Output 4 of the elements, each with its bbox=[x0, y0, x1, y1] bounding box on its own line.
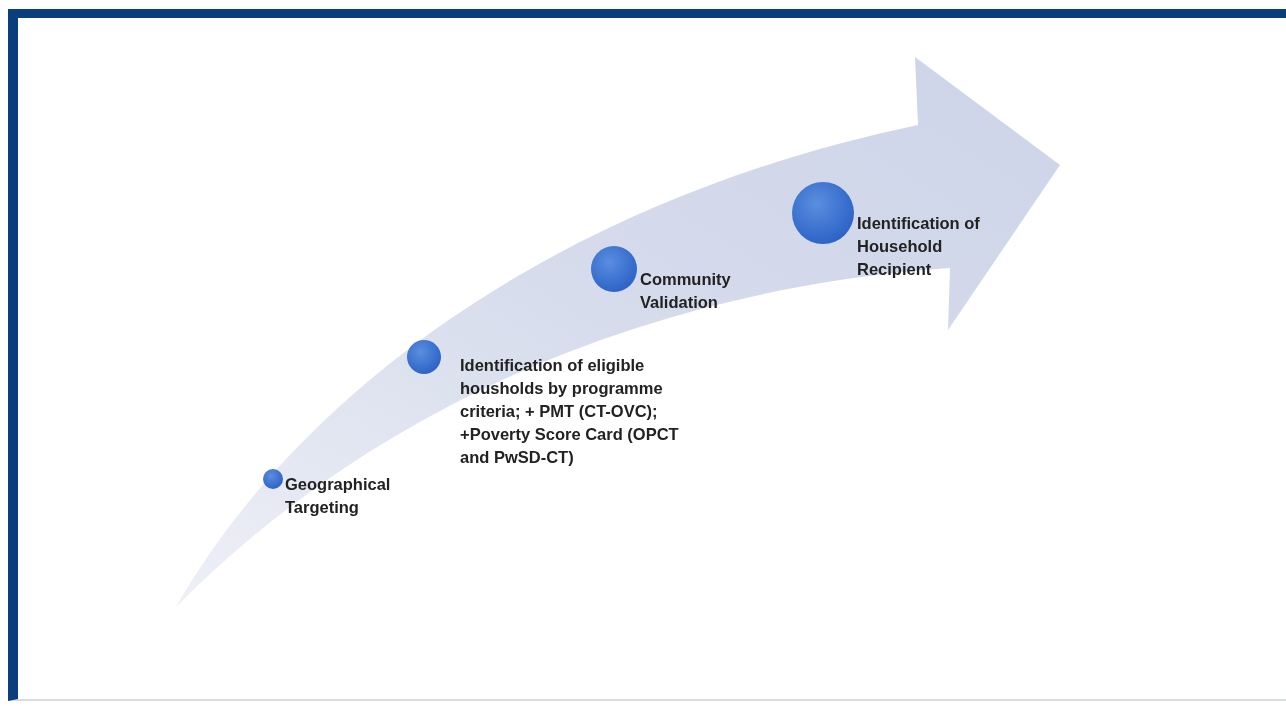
step-label: Identification of eligible housholds by programme criteria; + PMT (CT-OVC); +Poverty Score Card (OPCT and PwSD-CT) bbox=[460, 355, 680, 468]
step-label: Geographical Targeting bbox=[285, 474, 392, 518]
step-label: Identification of Household Recipient bbox=[857, 213, 981, 280]
step-label: Community Validation bbox=[640, 269, 732, 313]
